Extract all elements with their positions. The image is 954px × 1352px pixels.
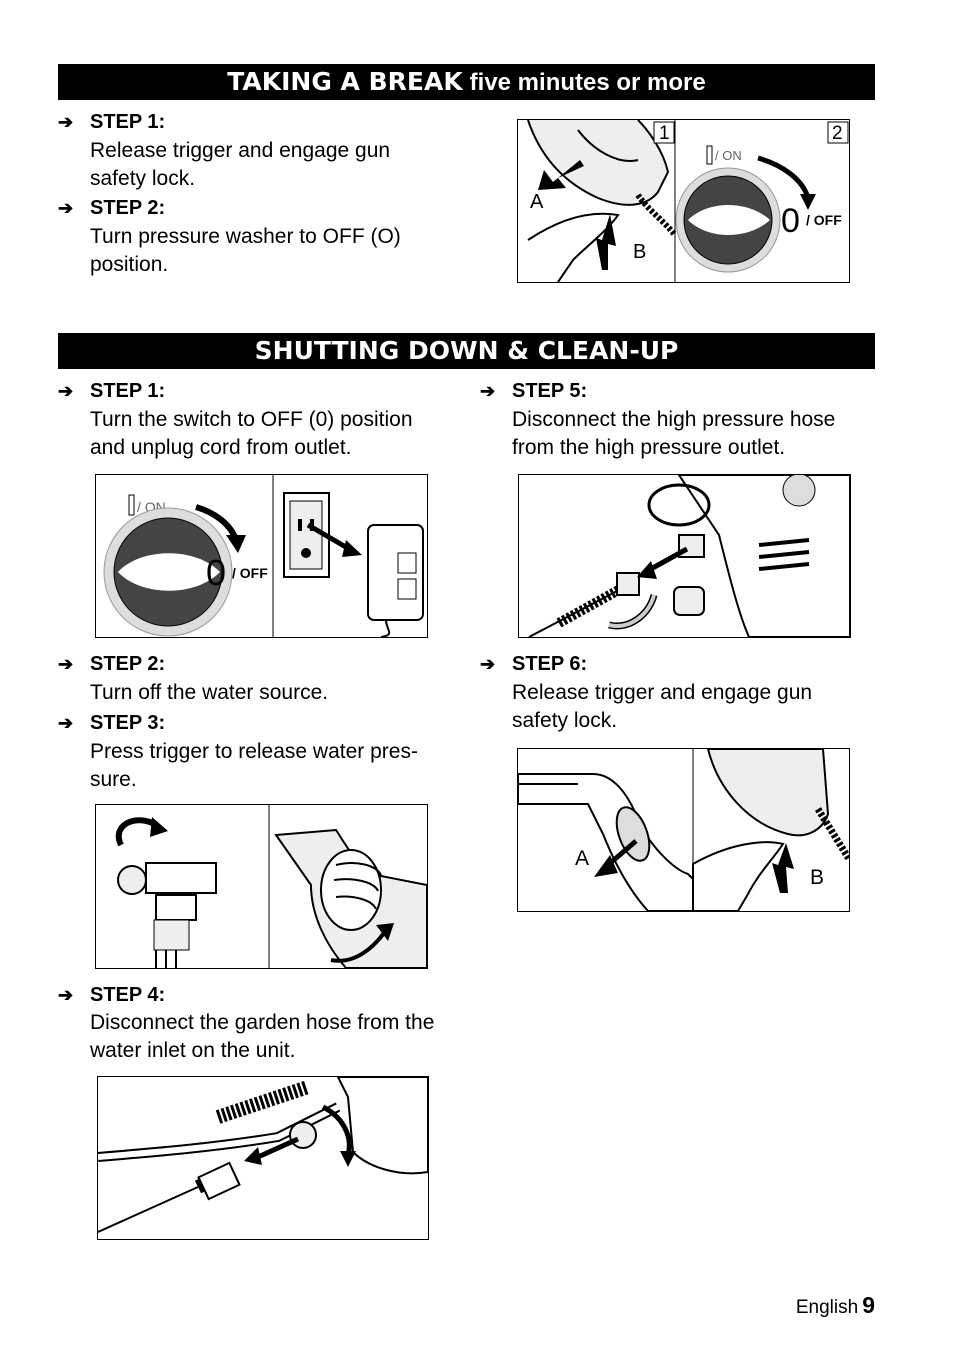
fig1-panel-2: 2 <box>832 123 843 144</box>
shutdown-step5-label: ➔ STEP 5: <box>480 380 588 402</box>
shutdown-step4-label: ➔ STEP 4: <box>58 984 166 1006</box>
break-step1-label: ➔ STEP 1: <box>58 111 166 133</box>
banner-title: SHUTTING DOWN & CLEAN-UP <box>254 336 679 365</box>
shutdown-step1-text: Turn the switch to OFF (0) position and … <box>90 408 413 459</box>
figure-high-pressure-hose-disconnect <box>518 474 851 638</box>
shutdown-step6-text: Release trigger and engage gun safety lo… <box>512 681 813 732</box>
footer-language: English <box>795 1297 859 1318</box>
break-step2-text: Turn pressure washer to OFF (O) position… <box>90 225 401 276</box>
section-banner-taking-a-break: TAKING A BREAK five minutes or more <box>58 64 875 100</box>
fig1-label-a: A <box>530 191 544 213</box>
figure-switch-and-unplug: / ON 0 / OFF <box>95 474 428 638</box>
arrow-right-icon: ➔ <box>58 985 74 1005</box>
break-step1-text: Release trigger and engage gun safety lo… <box>90 139 391 190</box>
figure-trigger-and-switch: A B 1 2 / ON 0 / OFF <box>517 119 850 283</box>
break-step2-label: ➔ STEP 2: <box>58 197 166 219</box>
fig1-label-b: B <box>633 241 646 263</box>
arrow-right-icon: ➔ <box>58 654 74 674</box>
arrow-right-icon: ➔ <box>58 713 74 733</box>
arrow-right-icon: ➔ <box>480 381 496 401</box>
shutdown-step3-label: ➔ STEP 3: <box>58 712 166 734</box>
arrow-right-icon: ➔ <box>58 198 74 218</box>
banner-title-rest: five minutes or more <box>469 69 706 96</box>
shutdown-step1-label: ➔ STEP 1: <box>58 380 166 402</box>
fig2-off-zero: 0 <box>206 552 226 593</box>
fig6-label-a: A <box>575 847 589 870</box>
fig1-panel-1: 1 <box>659 123 670 144</box>
page-number: 9 <box>862 1292 875 1318</box>
banner-title-bold: TAKING A BREAK <box>227 67 463 96</box>
shutdown-step2-label: ➔ STEP 2: <box>58 653 166 675</box>
shutdown-step5-text: Disconnect the high pressure hose from t… <box>512 408 836 459</box>
shutdown-step6-label: ➔ STEP 6: <box>480 653 588 675</box>
arrow-right-icon: ➔ <box>58 381 74 401</box>
fig1-on-text: / ON <box>715 148 742 163</box>
arrow-right-icon: ➔ <box>480 654 496 674</box>
arrow-right-icon: ➔ <box>58 112 74 132</box>
figure-water-tap-and-trigger <box>95 804 428 969</box>
fig6-label-b: B <box>810 866 824 889</box>
shutdown-step2-text: Turn off the water source. <box>90 681 329 704</box>
figure-garden-hose-disconnect <box>97 1076 429 1240</box>
section-banner-shutting-down: SHUTTING DOWN & CLEAN-UP <box>58 333 875 369</box>
shutdown-step4-text: Disconnect the garden hose from the wate… <box>90 1011 435 1062</box>
shutdown-step3-text: Press trigger to release water pres- sur… <box>90 740 418 791</box>
figure-trigger-safety-lock: A B <box>517 748 850 912</box>
fig1-off-zero: 0 <box>781 202 800 240</box>
fig2-off-text: / OFF <box>232 565 268 581</box>
fig1-off-text: / OFF <box>806 212 842 228</box>
